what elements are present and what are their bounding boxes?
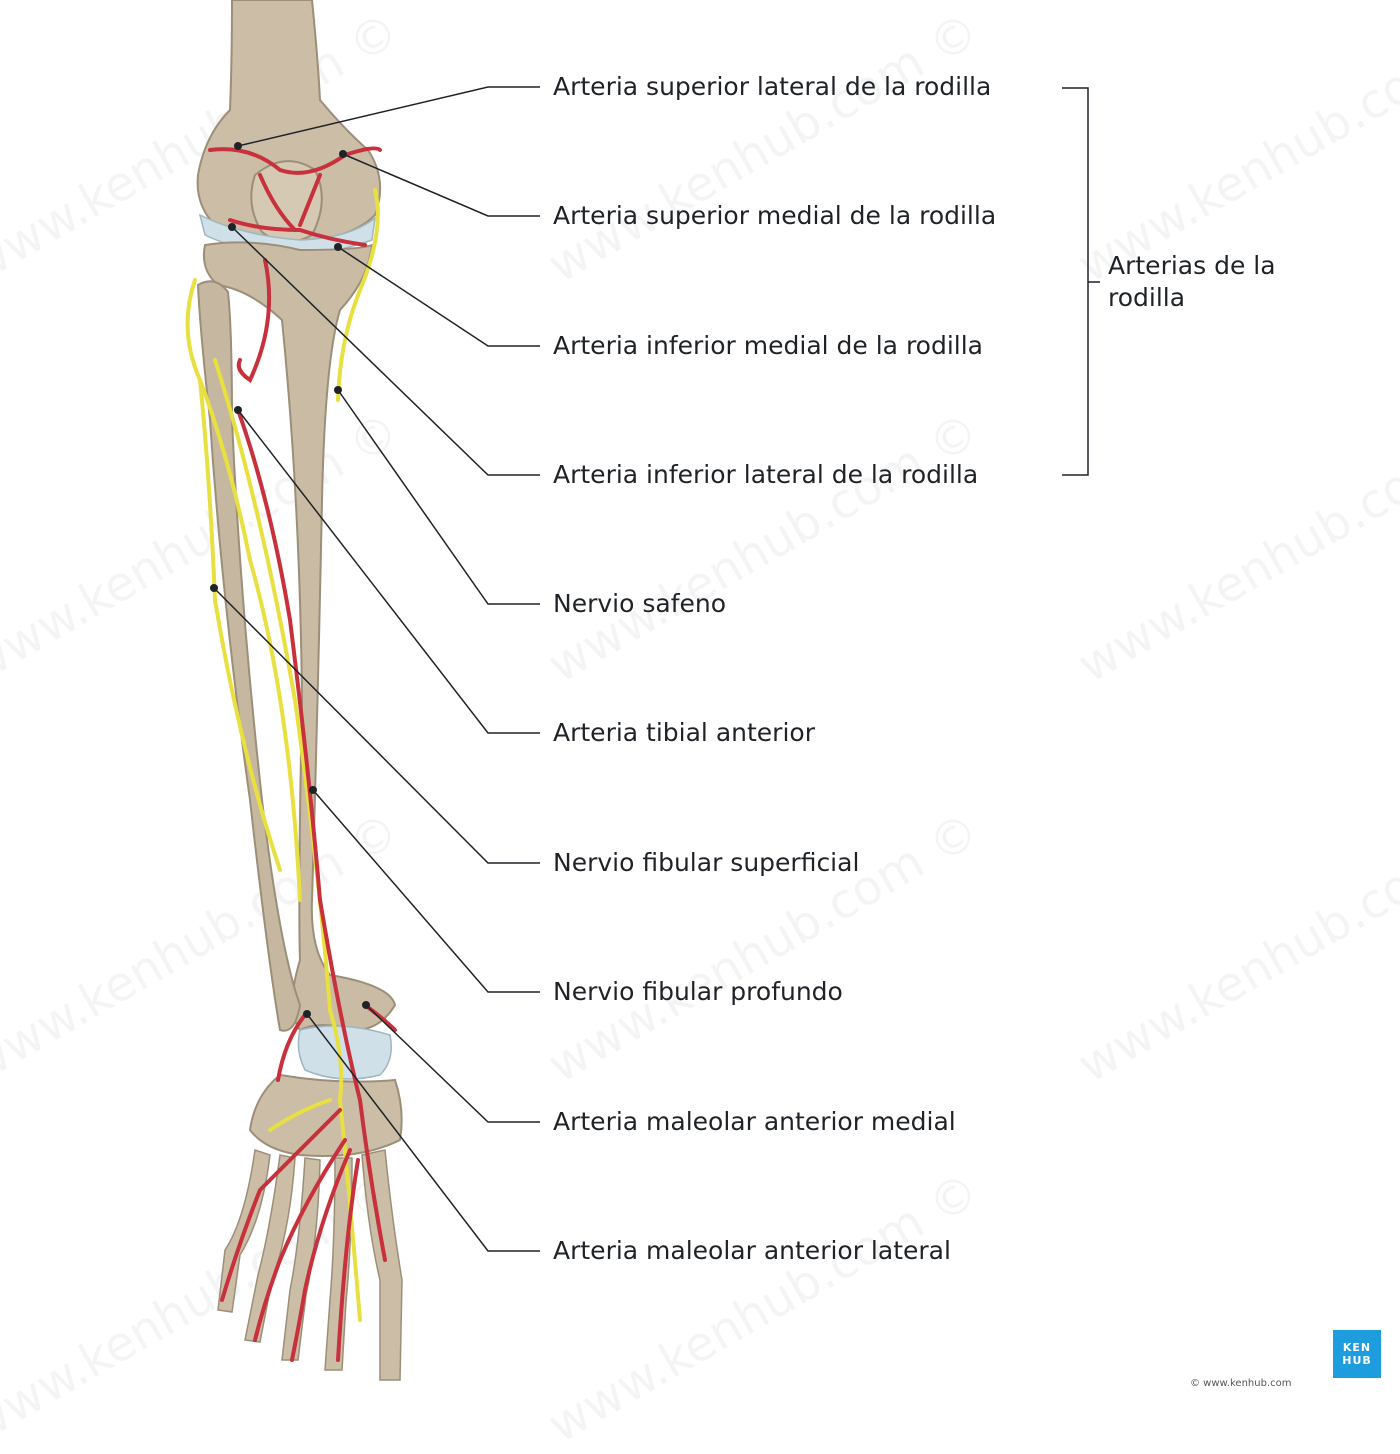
label-arteria-maleolar-anterior-lateral: Arteria maleolar anterior lateral xyxy=(553,1236,951,1265)
label-arteria-inferior-medial-rodilla: Arteria inferior medial de la rodilla xyxy=(553,331,983,360)
label-arteria-tibial-anterior: Arteria tibial anterior xyxy=(553,718,815,747)
tarsal-bones xyxy=(248,1073,403,1157)
label-arteria-superior-lateral-rodilla: Arteria superior lateral de la rodilla xyxy=(553,72,992,101)
label-nervio-fibular-superficial: Nervio fibular superficial xyxy=(553,848,860,877)
kenhub-logo: KEN HUB xyxy=(1333,1330,1381,1378)
fibula-bone xyxy=(196,280,302,1032)
label-nervio-safeno: Nervio safeno xyxy=(553,589,727,618)
group-label-arterias-rodilla: Arterias de la rodilla xyxy=(1108,251,1276,312)
talus-bone xyxy=(297,1025,392,1080)
copyright-text: © www.kenhub.com xyxy=(1190,1378,1292,1389)
leader-lines xyxy=(213,86,1100,1252)
nerve-paths xyxy=(185,188,380,1322)
logo-line-1: KEN xyxy=(1342,1341,1372,1354)
label-nervio-fibular-profundo: Nervio fibular profundo xyxy=(553,977,843,1006)
logo-line-2: HUB xyxy=(1342,1354,1372,1367)
label-arteria-superior-medial-rodilla: Arteria superior medial de la rodilla xyxy=(553,201,997,230)
leader-dots xyxy=(210,142,370,1018)
label-arteria-inferior-lateral-rodilla: Arteria inferior lateral de la rodilla xyxy=(553,460,979,489)
label-arteria-maleolar-anterior-medial: Arteria maleolar anterior medial xyxy=(553,1107,956,1136)
artery-paths xyxy=(208,146,397,1362)
leg-anatomy-illustration xyxy=(185,0,1100,1381)
